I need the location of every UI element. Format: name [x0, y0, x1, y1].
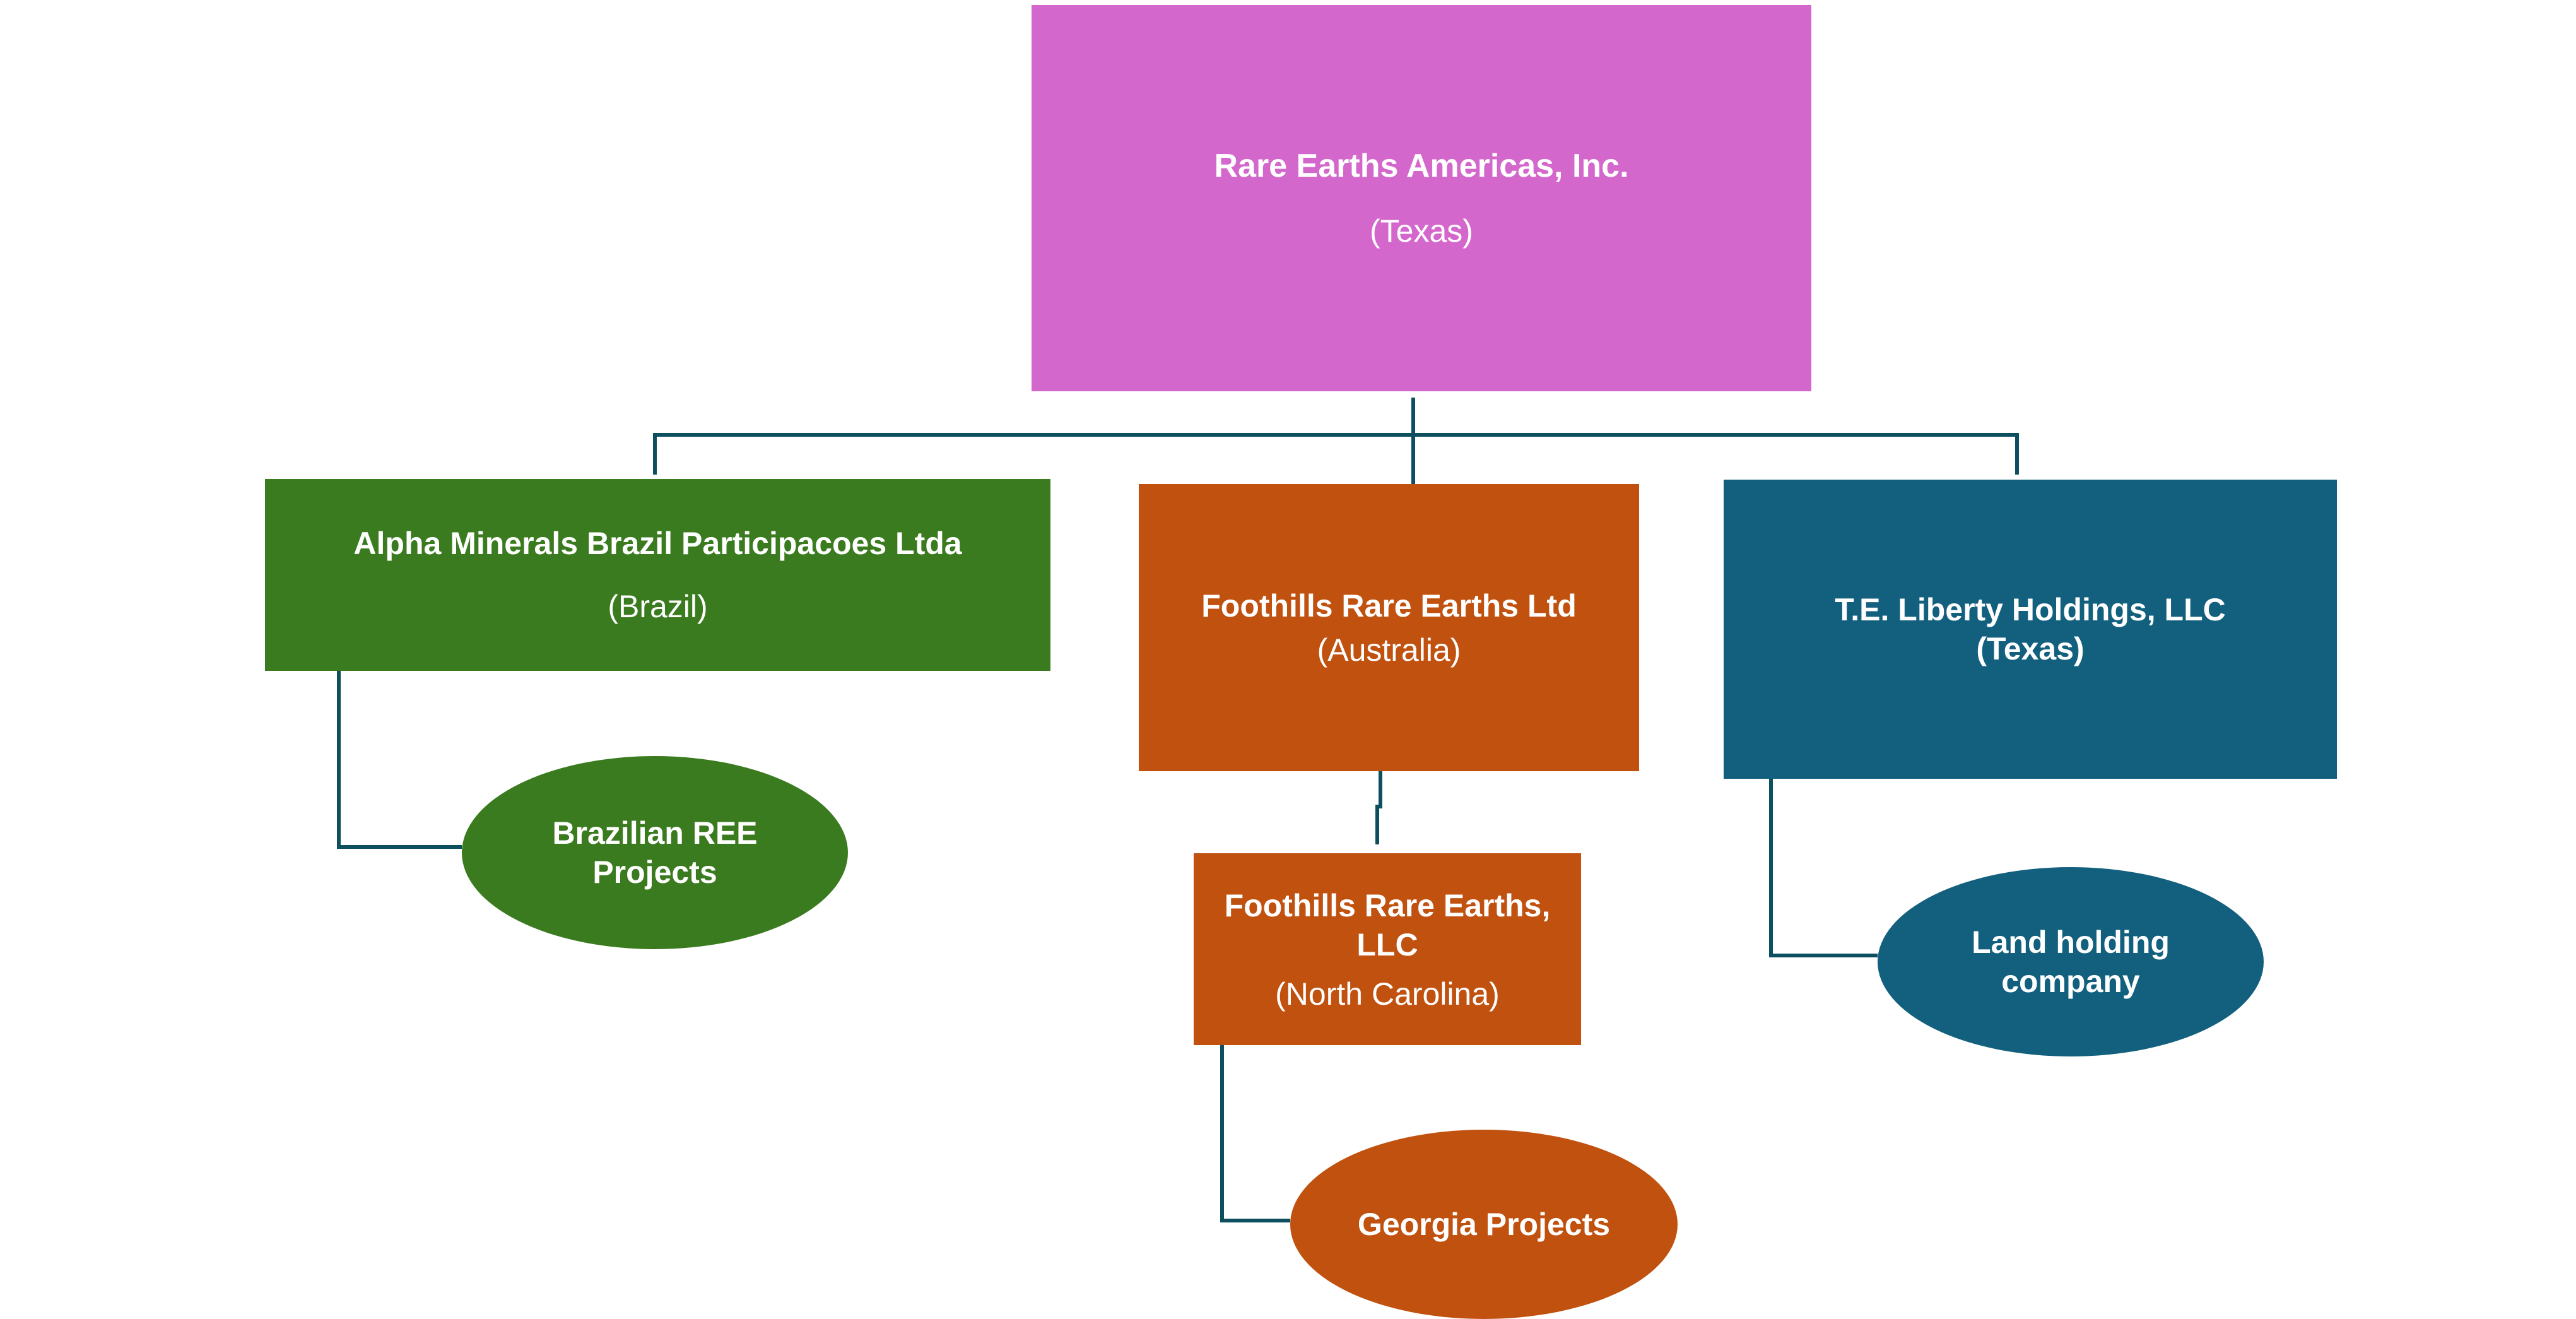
edge-te-liberty-to-land-holding	[1769, 779, 1878, 957]
node-georgia-projects: Georgia Projects	[1290, 1130, 1678, 1319]
node-title: Alpha Minerals Brazil Participacoes Ltda	[353, 526, 962, 561]
node-title: T.E. Liberty Holdings, LLC	[1835, 592, 2226, 627]
node-te-liberty-holdings: T.E. Liberty Holdings, LLC (Texas)	[1724, 480, 2337, 779]
node-title-line1: Foothills Rare Earths,	[1224, 888, 1551, 923]
node-jurisdiction: (Texas)	[1370, 213, 1473, 249]
node-land-holding-company: Land holding company	[1878, 867, 2264, 1056]
node-title-line2: LLC	[1356, 927, 1418, 962]
node-label-line2: Projects	[592, 855, 717, 890]
node-title: Foothills Rare Earths Ltd	[1201, 588, 1577, 624]
node-foothills-rare-earths-llc: Foothills Rare Earths, LLC (North Caroli…	[1194, 853, 1581, 1045]
node-label-line1: Land holding	[1972, 925, 2170, 960]
node-jurisdiction: (North Carolina)	[1275, 976, 1500, 1012]
node-jurisdiction: (Australia)	[1317, 632, 1461, 668]
edge-foothills-ltd-to-llc	[1375, 771, 1382, 844]
node-jurisdiction: (Texas)	[1976, 631, 2085, 666]
node-alpha-minerals-brazil: Alpha Minerals Brazil Participacoes Ltda…	[265, 479, 1050, 671]
node-title: Rare Earths Americas, Inc.	[1214, 148, 1629, 184]
node-brazilian-ree-projects: Brazilian REE Projects	[462, 756, 848, 949]
edge-foothills-llc-to-georgia	[1220, 1045, 1290, 1222]
node-jurisdiction: (Brazil)	[608, 589, 708, 624]
edge-branch-bus	[653, 433, 2019, 475]
node-foothills-rare-earths-ltd: Foothills Rare Earths Ltd (Australia)	[1139, 484, 1639, 771]
connectors	[337, 398, 2019, 1222]
node-label: Georgia Projects	[1357, 1207, 1611, 1242]
node-label-line1: Brazilian REE	[552, 815, 758, 851]
node-label-line2: company	[2001, 964, 2140, 999]
edge-alpha-to-brazilian-ree	[337, 671, 462, 849]
node-rare-earths-americas: Rare Earths Americas, Inc. (Texas)	[1032, 5, 1811, 391]
